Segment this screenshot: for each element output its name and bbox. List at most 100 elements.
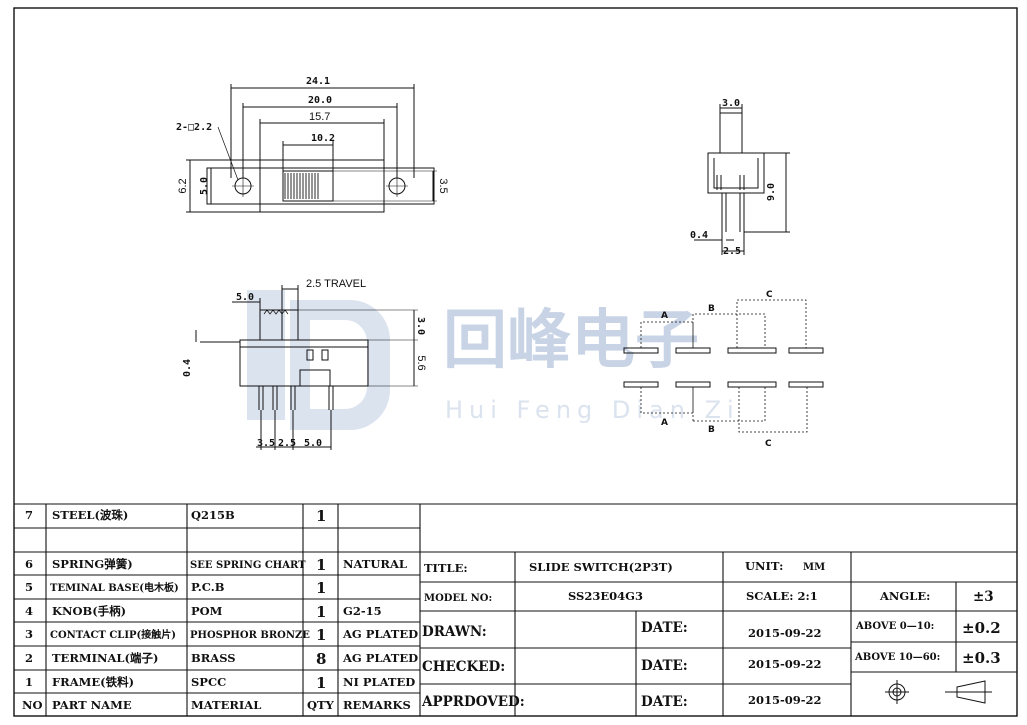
approved-date: 2015-09-22 [748, 693, 822, 707]
unit-label: UNIT: [745, 559, 783, 573]
watermark-en: Hui Feng Dian Zi [445, 396, 740, 424]
svg-text:1: 1 [25, 675, 33, 689]
svg-text:3: 3 [25, 627, 33, 641]
side-view-dims: 3.0 9.0 0.4 2.5 [690, 98, 777, 257]
svg-text:NI PLATED: NI PLATED [343, 675, 415, 689]
svg-text:7: 7 [25, 508, 33, 522]
label-c-bottom: C [765, 439, 772, 449]
svg-text:TEMINAL BASE(电木板): TEMINAL BASE(电木板) [50, 581, 179, 594]
svg-text:4: 4 [25, 604, 33, 618]
svg-text:1: 1 [316, 603, 326, 621]
dim-5-0: 5.0 [199, 177, 210, 195]
range1-value: ±0.2 [962, 619, 1001, 637]
svg-text:KNOB(手柄): KNOB(手柄) [52, 604, 126, 618]
svg-text:NO: NO [22, 698, 43, 712]
angle-label: ANGLE: [879, 589, 930, 603]
approved-date-label: DATE: [641, 694, 688, 710]
table-row: 2 TERMINAL(端子) BRASS 8 AG PLATED [25, 650, 418, 668]
svg-text:2: 2 [25, 651, 33, 665]
dim-6-2: 6.2 [177, 178, 189, 193]
svg-text:8: 8 [316, 650, 326, 668]
dim-2-5: 2.5 [723, 246, 741, 257]
front-view [195, 285, 418, 450]
svg-text:SEE SPRING CHART: SEE SPRING CHART [190, 560, 306, 571]
angle-value: ±3 [973, 589, 994, 605]
dim-9-0: 9.0 [766, 183, 777, 201]
tolerance-block: ANGLE: ±3 ABOVE 0—10: ±0.2 ABOVE 10—60: … [854, 589, 1001, 667]
dim-0-4: 0.4 [690, 230, 708, 241]
svg-text:1: 1 [316, 507, 326, 525]
svg-text:AG PLATED: AG PLATED [342, 651, 418, 665]
dim-24-1: 24.1 [306, 76, 330, 87]
checked-label: CHECKED: [422, 659, 505, 675]
dim-hole: 2-□2.2 [176, 122, 212, 133]
svg-text:1: 1 [316, 674, 326, 692]
svg-text:STEEL(波珠): STEEL(波珠) [52, 508, 128, 522]
drawn-date-label: DATE: [641, 620, 688, 636]
svg-text:SPCC: SPCC [191, 675, 226, 689]
label-a-bottom: A [661, 418, 668, 428]
svg-text:1: 1 [316, 579, 326, 597]
dim-knob-h: 3.0 [415, 317, 426, 335]
dim-p1: 3.5 [257, 438, 275, 449]
label-b-top: B [708, 304, 715, 314]
svg-text:PHOSPHOR BRONZE: PHOSPHOR BRONZE [190, 630, 310, 641]
watermark: 回峰电子 Hui Feng Dian Zi [247, 290, 740, 430]
approved-label: APPRDOVED: [421, 694, 525, 710]
schematic [623, 299, 824, 433]
svg-text:CONTACT CLIP(接触片): CONTACT CLIP(接触片) [50, 628, 176, 641]
svg-text:FRAME(铁料): FRAME(铁料) [52, 675, 134, 689]
svg-text:QTY: QTY [307, 698, 335, 712]
top-view-dims: 24.1 20.0 15.7 10.2 2-□2.2 6.2 5.0 3.5 [176, 76, 449, 195]
svg-text:MATERIAL: MATERIAL [191, 698, 261, 712]
schematic-labels: A B C A B C [661, 290, 773, 449]
table-row: 3 CONTACT CLIP(接触片) PHOSPHOR BRONZE 1 AG… [25, 626, 418, 644]
svg-text:POM: POM [191, 604, 223, 618]
checked-date: 2015-09-22 [748, 657, 822, 671]
projection-symbol-icon [885, 680, 992, 704]
range1-label: ABOVE 0—10: [855, 621, 934, 632]
svg-text:6: 6 [25, 557, 33, 571]
svg-text:NATURAL: NATURAL [343, 557, 407, 571]
svg-text:SPRING弹簧): SPRING弹簧) [52, 557, 133, 571]
label-b-bottom: B [708, 425, 715, 435]
dim-20-0: 20.0 [308, 95, 332, 106]
title-value: SLIDE SWITCH(2P3T) [529, 560, 673, 574]
dim-15-7: 15.7 [309, 111, 330, 123]
svg-text:PART NAME: PART NAME [52, 698, 132, 712]
unit-value: MM [803, 562, 825, 573]
svg-text:G2-15: G2-15 [343, 604, 382, 618]
table-row: 5 TEMINAL BASE(电木板) P.C.B 1 [25, 579, 326, 597]
dim-pin: 0.4 [182, 359, 193, 377]
title-label: TITLE: [424, 561, 468, 575]
dim-body-h: 5.6 [415, 355, 427, 370]
side-view [694, 104, 790, 255]
svg-text:REMARKS: REMARKS [343, 698, 411, 712]
table-header: NO PART NAME MATERIAL QTY REMARKS [22, 698, 411, 712]
range2-value: ±0.3 [962, 649, 1001, 667]
svg-text:AG PLATED: AG PLATED [342, 627, 418, 641]
svg-text:1: 1 [316, 626, 326, 644]
bom-table: 7 STEEL(波珠) Q215B 1 6 SPRING弹簧) SEE SPRI… [22, 507, 418, 712]
label-a-top: A [661, 311, 668, 321]
label-c-top: C [766, 290, 773, 300]
dim-travel: 2.5 TRAVEL [306, 278, 366, 290]
svg-text:BRASS: BRASS [191, 651, 236, 665]
svg-text:P.C.B: P.C.B [191, 580, 225, 594]
scale-label: SCALE: 2:1 [746, 589, 818, 603]
table-row: 6 SPRING弹簧) SEE SPRING CHART 1 NATURAL [25, 556, 407, 574]
dim-3-5: 3.5 [437, 178, 449, 193]
dim-3-0: 3.0 [722, 98, 740, 109]
drawn-label: DRAWN: [422, 624, 487, 640]
model-label: MODEL NO: [424, 593, 492, 604]
front-view-dims: 2.5 TRAVEL 5.0 3.0 5.6 0.4 3.5 2.5 5.0 [182, 278, 427, 449]
dim-p3: 5.0 [304, 438, 322, 449]
dim-knob-len: 5.0 [236, 292, 254, 303]
checked-date-label: DATE: [641, 658, 688, 674]
svg-text:Q215B: Q215B [191, 508, 235, 522]
table-row: 4 KNOB(手柄) POM 1 G2-15 [25, 603, 382, 621]
top-view [186, 84, 437, 213]
watermark-cn: 回峰电子 [443, 304, 699, 378]
table-row: 7 STEEL(波珠) Q215B 1 [25, 507, 326, 525]
table-grid [14, 503, 1017, 716]
